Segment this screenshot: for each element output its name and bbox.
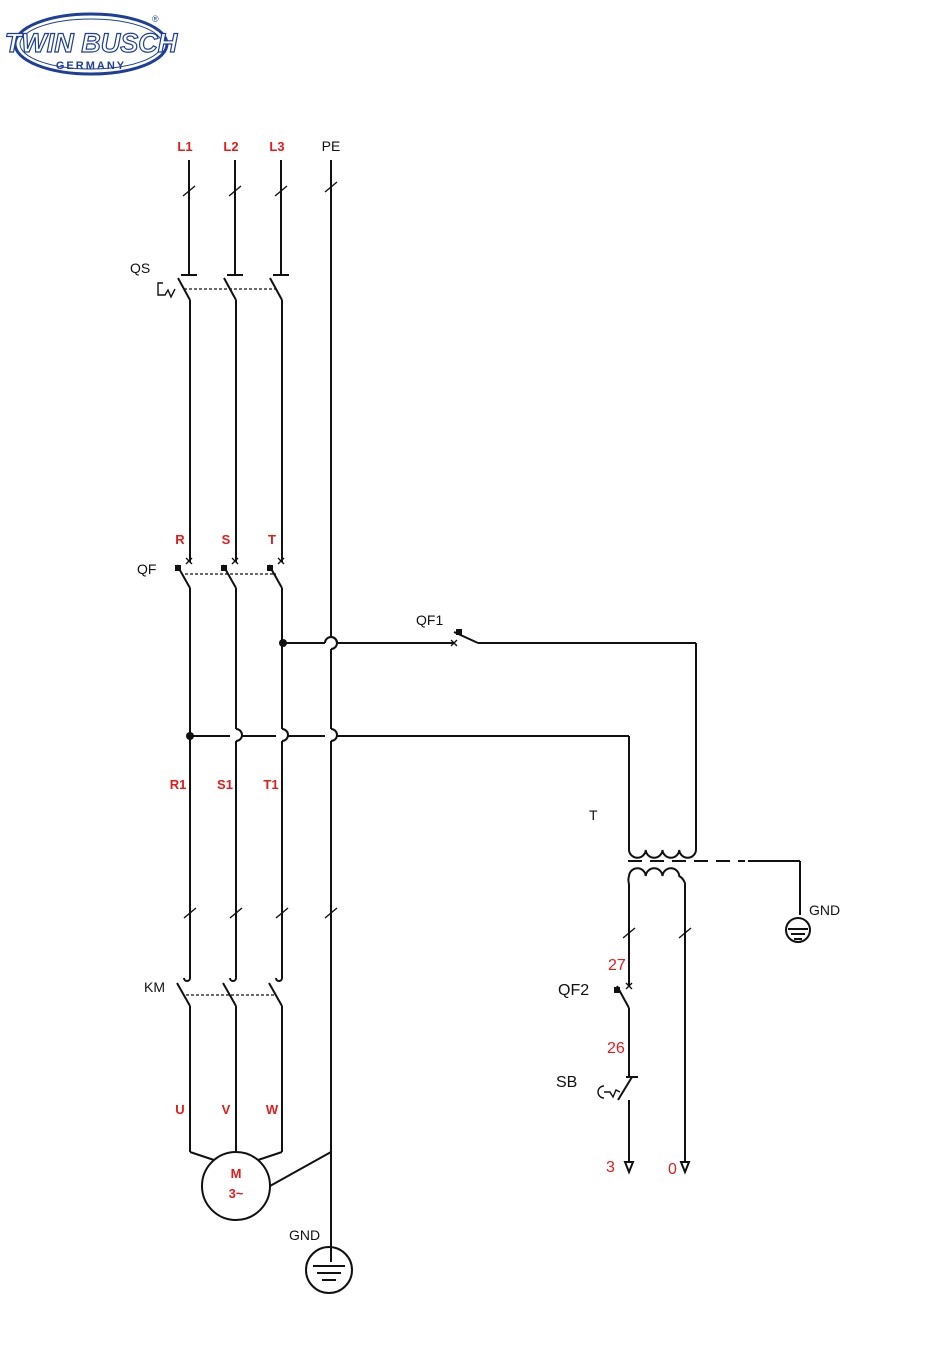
- sb-label: SB: [556, 1074, 577, 1091]
- transformer-label: T: [589, 807, 598, 823]
- motor-phase-label: 3~: [229, 1186, 244, 1201]
- v-label: V: [222, 1102, 231, 1117]
- l1-label: L1: [177, 139, 192, 154]
- main-ground: GND: [289, 1227, 352, 1293]
- node-0-label: 0: [668, 1161, 677, 1178]
- pe-label: PE: [322, 138, 341, 154]
- node-3-label: 3: [606, 1159, 615, 1176]
- r-label: R: [175, 532, 185, 547]
- motor: M 3~: [190, 1152, 331, 1220]
- qs-switch: QS: [130, 260, 282, 562]
- qf-breaker: R S T QF: [137, 532, 288, 978]
- km-label: KM: [144, 979, 165, 995]
- logo-brand-text: TWIN BUSCH: [5, 28, 178, 58]
- u-label: U: [175, 1102, 184, 1117]
- t-label: T: [268, 532, 276, 547]
- transformer-gnd-label: GND: [809, 902, 840, 918]
- qf2-label: QF2: [558, 982, 589, 999]
- qf2-breaker: 27 QF2 26: [558, 957, 632, 1077]
- motor-m-label: M: [231, 1166, 242, 1181]
- s1-label: S1: [217, 777, 233, 792]
- node-27-label: 27: [608, 957, 626, 974]
- qf-label: QF: [137, 561, 156, 577]
- l2-label: L2: [223, 139, 238, 154]
- w-label: W: [266, 1102, 279, 1117]
- main-gnd-label: GND: [289, 1227, 320, 1243]
- brand-logo: TWIN BUSCH GERMANY ®: [5, 14, 178, 74]
- qs-label: QS: [130, 260, 150, 276]
- transformer-ground: GND: [786, 902, 840, 942]
- r1-label: R1: [170, 777, 187, 792]
- km-contactor: KM: [144, 978, 282, 1152]
- sb-stop-button: SB 3 0: [556, 1074, 689, 1178]
- qf1-branch: QF1: [279, 612, 696, 850]
- logo-registered-mark: ®: [152, 14, 159, 24]
- pe-conductor: [325, 160, 337, 1262]
- logo-sub-text: GERMANY: [56, 60, 126, 72]
- r-branch: [186, 732, 629, 850]
- transformer: T: [589, 807, 800, 1162]
- supply-lines: [181, 160, 337, 275]
- l3-label: L3: [269, 139, 284, 154]
- s-label: S: [222, 532, 231, 547]
- node-26-label: 26: [607, 1040, 625, 1057]
- qf1-label: QF1: [416, 612, 443, 628]
- t1-label: T1: [263, 777, 278, 792]
